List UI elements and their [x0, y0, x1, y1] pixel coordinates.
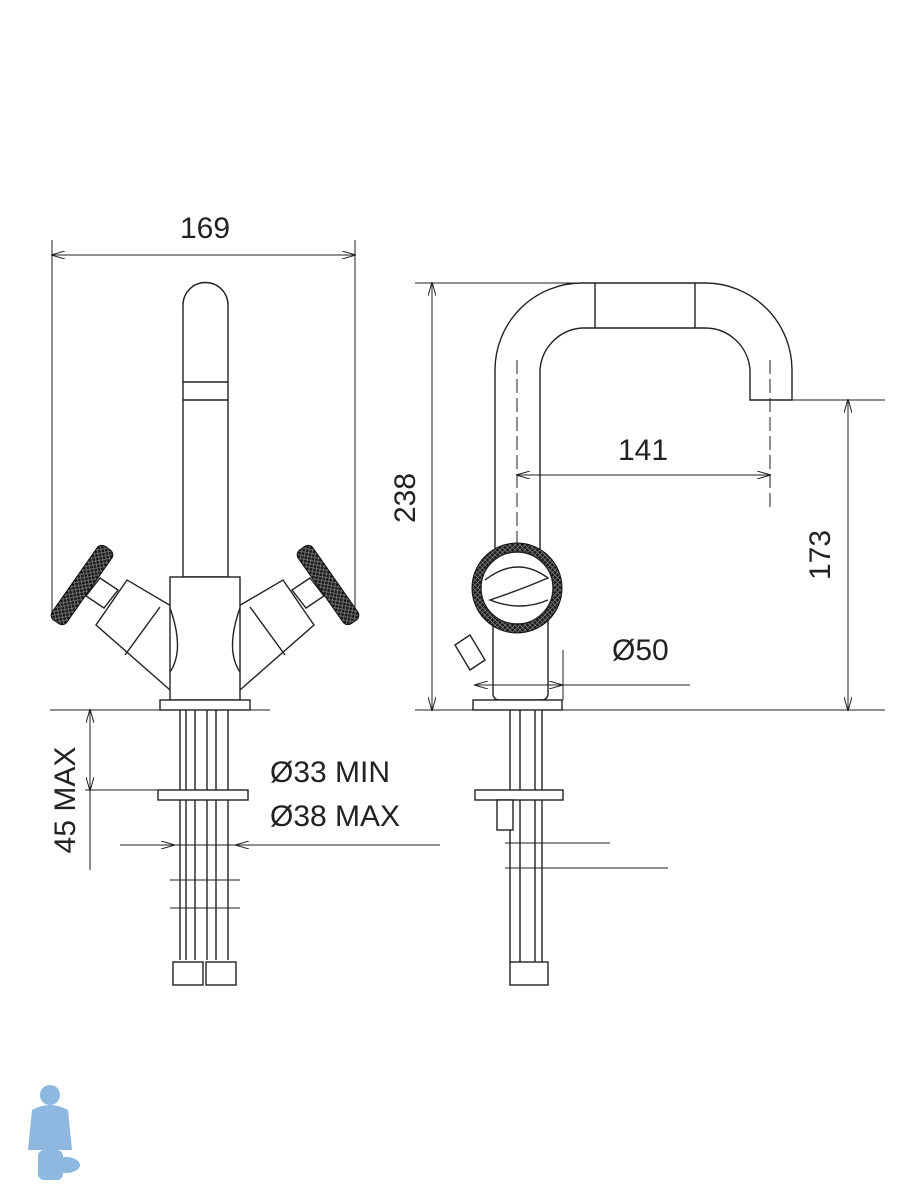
height-dim-label: 238: [389, 473, 422, 523]
spout: [182, 281, 229, 578]
body: [169, 576, 241, 701]
supply-pipes: [157, 710, 249, 986]
logo: [28, 1085, 80, 1180]
hole-max-label: Ø38 MAX: [270, 800, 400, 833]
width-dim-label: 169: [180, 212, 230, 245]
left-handle: [50, 544, 179, 692]
base-side: [472, 699, 563, 711]
base-plate: [159, 699, 251, 711]
deck-thickness-label: 45 MAX: [49, 747, 82, 854]
spout-height-label: 173: [804, 530, 837, 580]
base-dia-label: Ø50: [612, 634, 669, 667]
reach-dim-label: 141: [618, 434, 668, 467]
front-view: 169: [49, 212, 440, 986]
fixing-plate: [157, 789, 249, 801]
side-view: 238 141 173 Ø50: [389, 283, 885, 986]
right-handle: [231, 544, 360, 692]
hole-min-label: Ø33 MIN: [270, 756, 390, 789]
